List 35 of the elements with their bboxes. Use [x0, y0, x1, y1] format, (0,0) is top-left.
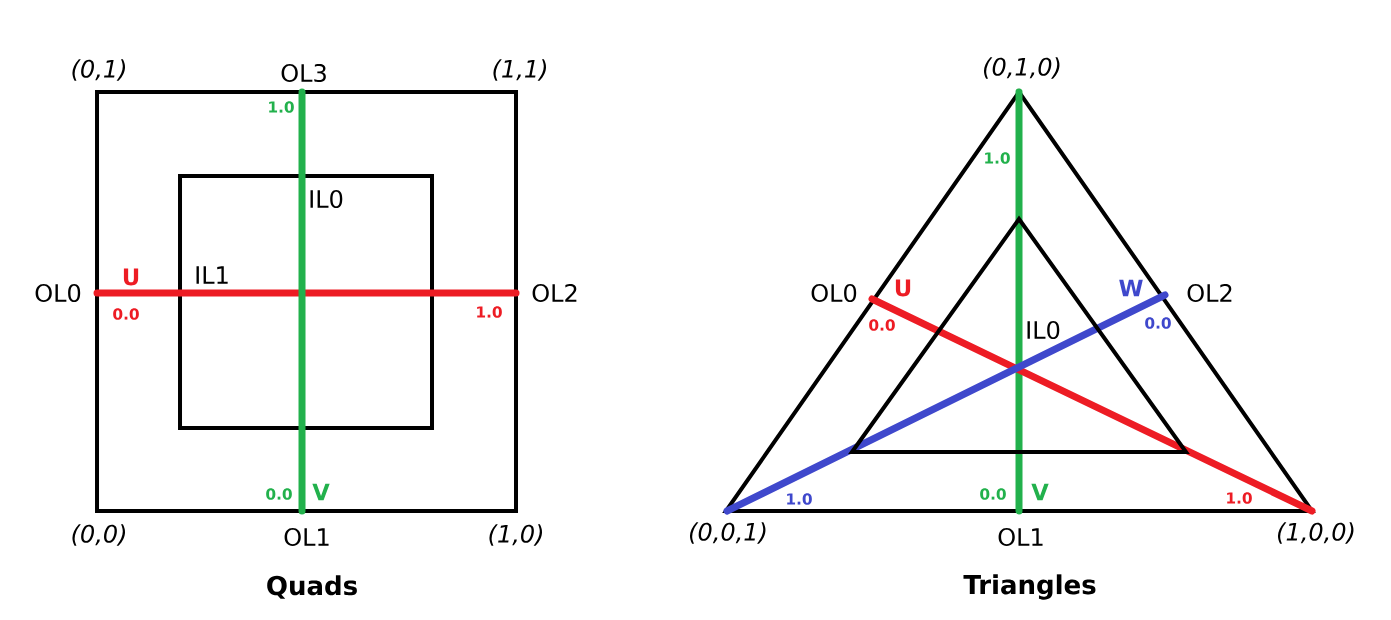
- corner-coordinates: (0,0,1): [689, 522, 766, 544]
- parameter-name: U: [123, 268, 139, 286]
- parameter-value: 0.0: [1145, 317, 1171, 329]
- outer-edge-label: OL1: [284, 527, 329, 547]
- parameter-value: 1.0: [787, 493, 812, 505]
- corner-coordinates: (1,1): [493, 59, 546, 81]
- inner-edge-label: IL1: [196, 266, 228, 284]
- parameter-value: 1.0: [269, 101, 294, 113]
- parameter-name: V: [312, 483, 330, 501]
- corner-coordinates: (0,1): [72, 59, 125, 81]
- outer-square: [95, 90, 518, 513]
- corner-coordinates: (1,0,0): [1277, 522, 1354, 544]
- parameter-value: 1.0: [477, 306, 502, 318]
- outer-edge-label: OL3: [281, 63, 326, 83]
- outer-edge-label: OL0: [35, 283, 81, 303]
- panel-caption: Quads: [267, 575, 357, 599]
- parameter-value: 1.0: [985, 152, 1010, 164]
- parameter-value: 0.0: [266, 488, 292, 500]
- corner-coordinates: (0,0): [72, 524, 125, 546]
- outer-edge-label: OL0: [811, 283, 857, 303]
- parameter-value: 0.0: [113, 308, 139, 320]
- parameter-name: U: [895, 279, 911, 297]
- corner-coordinates: (1,0): [489, 524, 542, 546]
- inner-edge-label: IL0: [1027, 320, 1060, 340]
- outer-edge-label: OL2: [1187, 283, 1232, 303]
- outer-edge-label: OL2: [532, 283, 577, 303]
- corner-coordinates: (0,1,0): [983, 57, 1060, 79]
- parameter-value: 0.0: [869, 319, 895, 331]
- parameter-value: 0.0: [980, 488, 1006, 500]
- inner-edge-label: IL0: [310, 189, 343, 209]
- panel-caption: Triangles: [963, 574, 1096, 600]
- outer-edge-label: OL1: [998, 527, 1043, 547]
- parameter-value: 1.0: [1227, 492, 1252, 504]
- parameter-name: W: [1119, 279, 1143, 297]
- parameter-name: V: [1031, 483, 1049, 501]
